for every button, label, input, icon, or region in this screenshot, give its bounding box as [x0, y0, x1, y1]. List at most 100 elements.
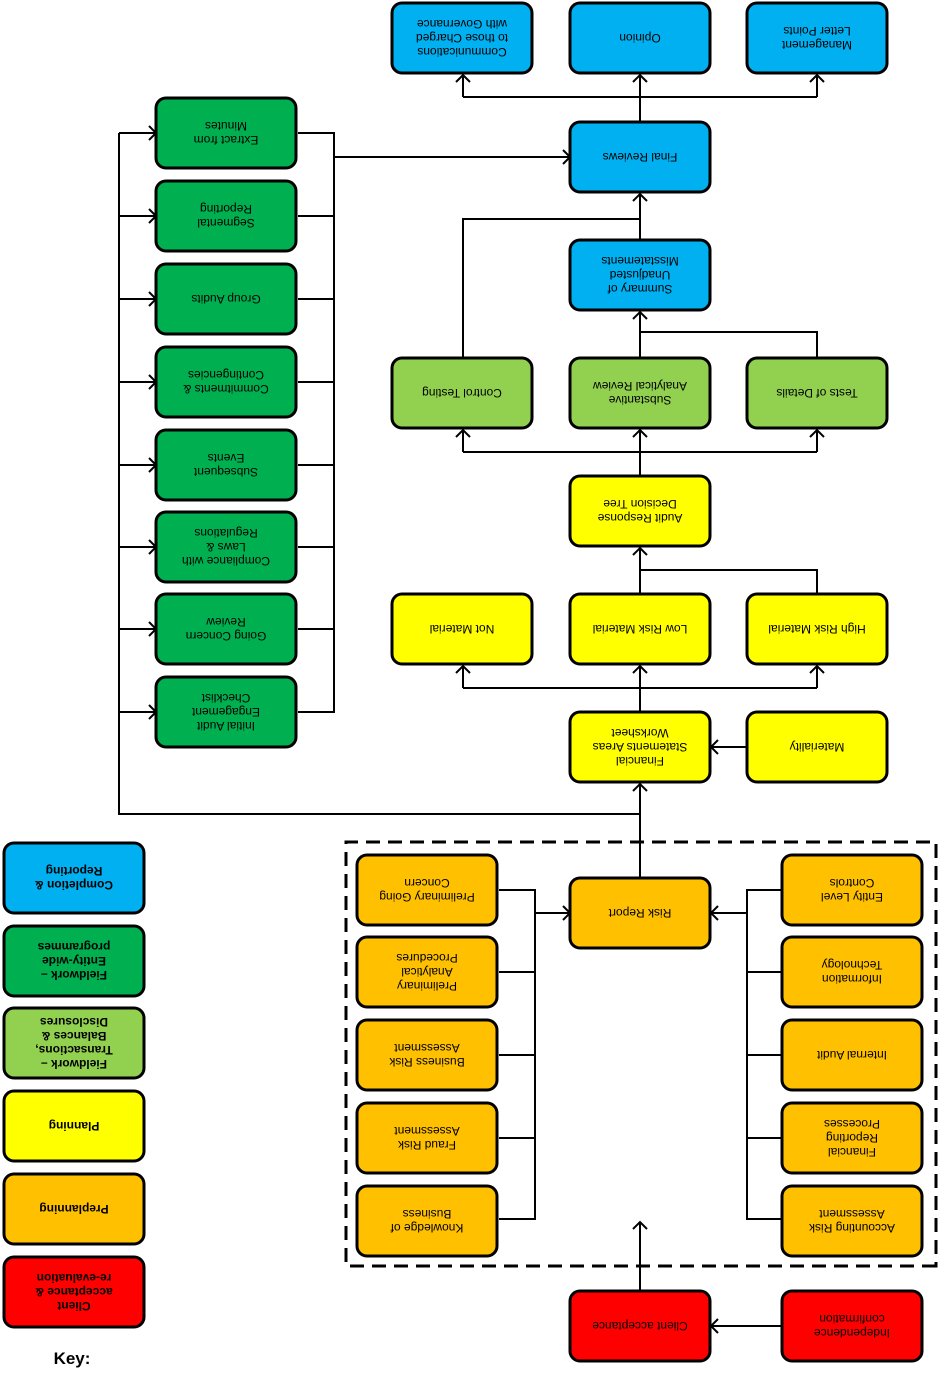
node-box: [390, 356, 534, 430]
node-group-audits: Group Audits: [154, 262, 298, 336]
key-title: Key:: [54, 1349, 91, 1368]
node-commitments: Commitments &Contingencies: [154, 345, 298, 419]
connector-lines: [118, 73, 938, 1334]
arrowhead: [809, 664, 825, 674]
node-label-line: acceptance &: [35, 1285, 113, 1299]
node-label-line: Business Risk: [388, 1055, 464, 1069]
node-label-line: Misstatements: [601, 254, 678, 268]
arrowhead: [809, 428, 825, 438]
node-label-line: with Governance: [417, 17, 508, 31]
node-box: [154, 179, 298, 253]
node-label-line: Risk Report: [608, 906, 671, 920]
node-box: [154, 96, 298, 170]
arrowhead: [632, 546, 648, 556]
node-label-line: Engagement: [191, 705, 260, 719]
node-label-line: Management: [781, 38, 852, 52]
node-label-line: Disclosures: [40, 1015, 108, 1029]
node-label-line: Checklist: [201, 691, 250, 705]
node-risk-report: Risk Report: [568, 876, 712, 950]
node-box: [2, 1089, 146, 1163]
node-box: [355, 1018, 499, 1092]
node-box: [745, 1, 889, 75]
node-box: [780, 1018, 924, 1092]
node-label-line: High Risk Material: [768, 622, 865, 636]
node-control-testing: Control Testing: [390, 356, 534, 430]
node-label-line: Balances &: [41, 1029, 106, 1043]
arrowhead: [632, 782, 648, 792]
node-label-line: Events: [208, 451, 245, 465]
entity-collector: [298, 132, 335, 713]
node-box: [780, 1289, 924, 1363]
node-label-line: Concern: [404, 876, 449, 890]
node-label-line: Information: [822, 972, 882, 986]
node-label-line: Worksheet: [611, 726, 669, 740]
node-materiality: Materiality: [745, 710, 889, 784]
node-box: [780, 1101, 924, 1175]
node-label-line: programmes: [37, 940, 110, 954]
node-label-line: Group Audits: [191, 292, 260, 306]
node-label-line: Subsequent: [193, 465, 258, 479]
node-box: [568, 356, 712, 430]
node-label-line: Controls: [830, 876, 875, 890]
node-label-line: Completion &: [35, 878, 113, 892]
node-label-line: Commitments &: [183, 382, 268, 396]
node-box: [2, 1172, 146, 1246]
control-testing-to-final: [462, 218, 640, 358]
node-label-line: Entity-wide: [42, 954, 106, 968]
node-label-line: Client: [57, 1299, 90, 1313]
node-box: [355, 935, 499, 1009]
node-box: [780, 935, 924, 1009]
node-label-line: Materiality: [790, 740, 845, 754]
arrowhead: [632, 1220, 648, 1230]
node-label-line: Planning: [49, 1119, 100, 1133]
node-box: [568, 710, 712, 784]
node-label-line: Preliminary: [397, 979, 457, 993]
node-box: [568, 592, 712, 666]
node-client-acceptance: Client acceptance: [568, 1289, 712, 1363]
node-low-risk-material: Low Risk Material: [568, 592, 712, 666]
node-label-line: Opinion: [619, 31, 660, 45]
node-label-line: Accounting Risk: [808, 1221, 895, 1235]
node-label-line: Entity Level: [821, 890, 883, 904]
node-box: [568, 120, 712, 194]
node-final-reviews: Final Reviews: [568, 120, 712, 194]
node-label-line: Fraud Risk: [397, 1138, 456, 1152]
node-label-line: Communications: [417, 45, 506, 59]
node-box: [745, 592, 889, 666]
node-box: [2, 841, 146, 915]
node-label-line: Going Concern: [186, 629, 267, 643]
node-key-preplanning: Preplanning: [2, 1172, 146, 1246]
node-label-line: Financial: [616, 754, 664, 768]
node-label-line: Contingencies: [188, 368, 264, 382]
node-box: [568, 1289, 712, 1363]
node-label-line: Assessment: [819, 1207, 885, 1221]
node-key-planning: Planning: [2, 1089, 146, 1163]
node-label-line: Reporting: [826, 1131, 878, 1145]
node-box: [2, 1255, 146, 1329]
arrowhead: [632, 73, 648, 83]
node-label-line: re-evaluation: [37, 1271, 112, 1285]
node-not-material: Not Material: [390, 592, 534, 666]
node-label-line: Reporting: [46, 864, 103, 878]
node-box: [780, 853, 924, 927]
node-label-line: Statements Areas: [593, 740, 688, 754]
node-label-line: Review: [206, 615, 246, 629]
node-box: [568, 1, 712, 75]
node-label-line: Control Testing: [422, 386, 502, 400]
node-label-line: Financial: [828, 1145, 876, 1159]
node-box: [745, 710, 889, 784]
